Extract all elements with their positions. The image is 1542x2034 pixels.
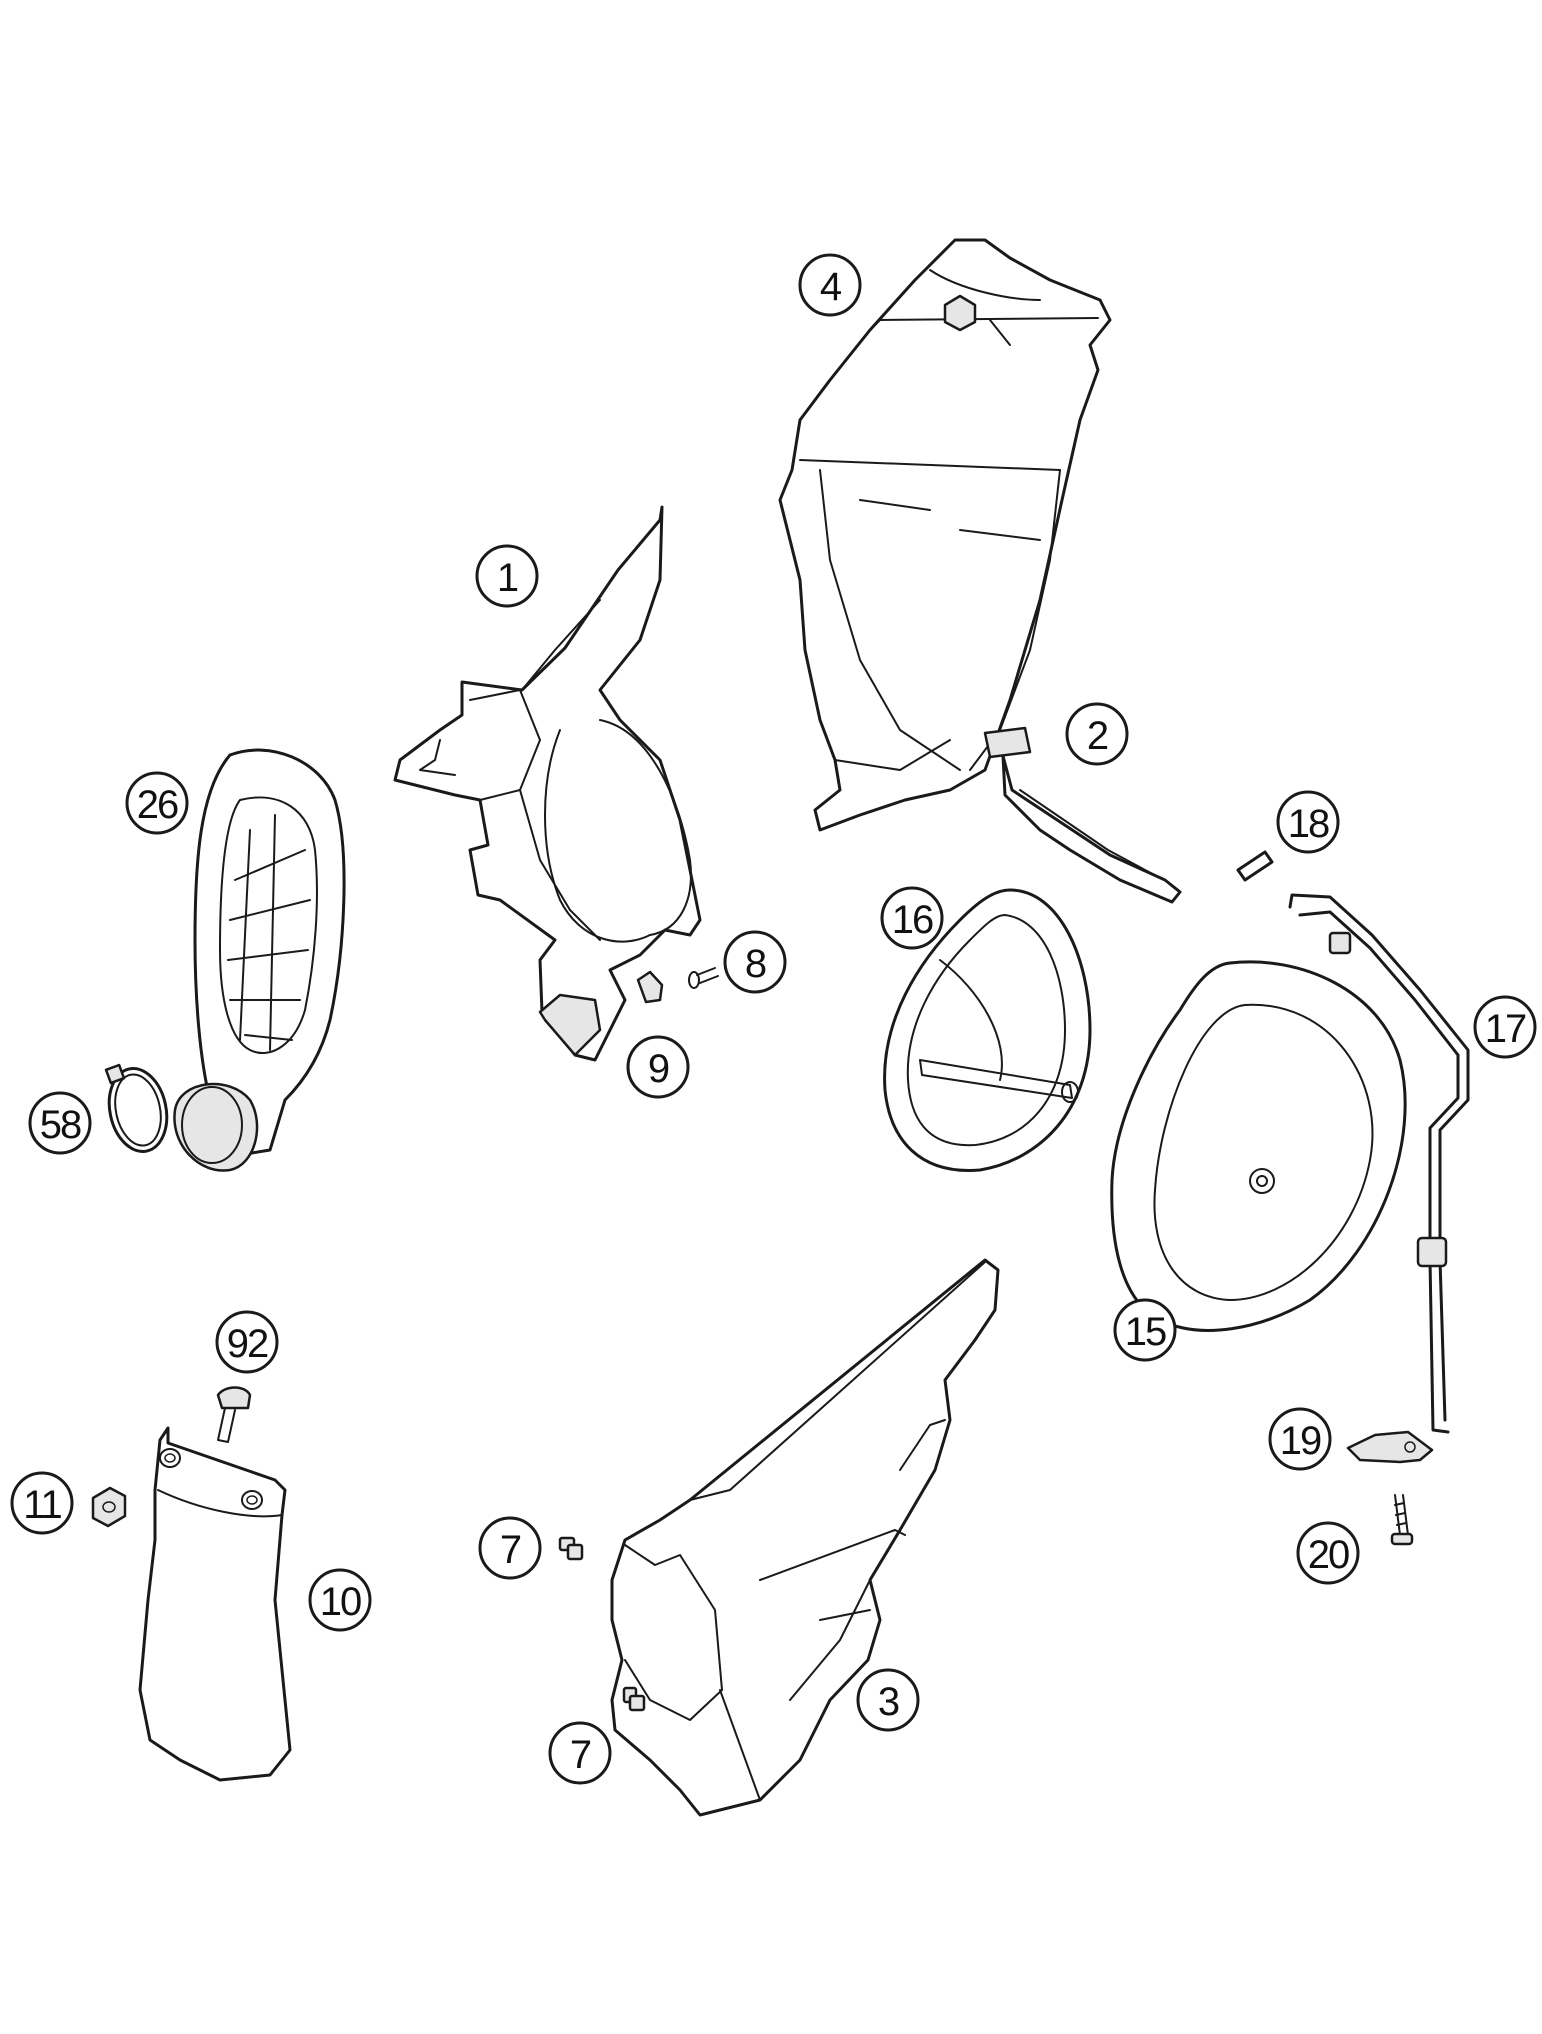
callout-2: 2 — [1065, 702, 1129, 766]
callout-11-label: 11 — [23, 1483, 61, 1527]
part-clip-nut — [636, 970, 664, 1004]
callout-58: 58 — [28, 1091, 92, 1155]
callout-17-label: 17 — [1485, 1007, 1526, 1051]
callout-18-label: 18 — [1288, 802, 1329, 846]
callout-17: 17 — [1473, 995, 1537, 1059]
callout-20-label: 20 — [1308, 1533, 1349, 1577]
part-bracket-plate — [1346, 1430, 1434, 1464]
callout-20: 20 — [1296, 1521, 1360, 1585]
callout-4-label: 4 — [820, 265, 842, 309]
callout-7-lower-label: 7 — [570, 1733, 591, 1777]
callout-92-label: 92 — [227, 1322, 268, 1366]
part-bracket-rod — [1288, 893, 1470, 1434]
part-screw-small — [688, 967, 719, 989]
callout-3: 3 — [856, 1668, 920, 1732]
part-mud-flap — [138, 1426, 292, 1782]
callout-1-label: 1 — [497, 556, 518, 600]
callout-8: 8 — [723, 930, 787, 994]
callout-8-label: 8 — [745, 942, 766, 986]
part-air-box-housing — [778, 238, 1112, 832]
part-nut — [91, 1486, 127, 1528]
callout-58-label: 58 — [40, 1103, 81, 1147]
callout-7-upper-label: 7 — [500, 1528, 521, 1572]
callout-1: 1 — [475, 544, 539, 608]
callout-7-lower: 7 — [548, 1721, 612, 1785]
callout-7-upper: 7 — [478, 1516, 542, 1580]
callout-15: 15 — [1113, 1298, 1177, 1362]
callout-2-label: 2 — [1087, 714, 1108, 758]
callout-11: 11 — [10, 1471, 74, 1535]
callout-18: 18 — [1276, 790, 1340, 854]
callout-26: 26 — [125, 771, 189, 835]
callout-26-label: 26 — [137, 783, 178, 827]
part-hose-clamp — [104, 1063, 169, 1153]
callout-15-label: 15 — [1125, 1310, 1166, 1354]
callout-3-label: 3 — [878, 1680, 899, 1724]
part-air-box-frame — [393, 505, 702, 1062]
callout-92: 92 — [215, 1310, 279, 1374]
part-screw-20 — [1390, 1494, 1414, 1546]
part-bolt-lower — [622, 1686, 646, 1712]
callout-10-label: 10 — [320, 1580, 361, 1624]
part-pin — [1236, 850, 1274, 882]
part-filter-cage — [883, 888, 1092, 1172]
callout-16: 16 — [880, 886, 944, 950]
callout-4: 4 — [798, 253, 862, 317]
part-cover-plug — [983, 726, 1182, 904]
callout-9-label: 9 — [648, 1047, 669, 1091]
callout-10: 10 — [308, 1568, 372, 1632]
callout-16-label: 16 — [892, 898, 933, 942]
part-bolt-92 — [216, 1386, 252, 1443]
part-side-cover — [610, 1258, 1000, 1817]
part-intake-boot — [173, 748, 346, 1172]
callout-9: 9 — [626, 1035, 690, 1099]
part-bolt-upper — [558, 1536, 584, 1561]
callout-19-label: 19 — [1280, 1419, 1321, 1463]
part-air-filter — [1110, 960, 1407, 1332]
callout-19: 19 — [1268, 1407, 1332, 1471]
